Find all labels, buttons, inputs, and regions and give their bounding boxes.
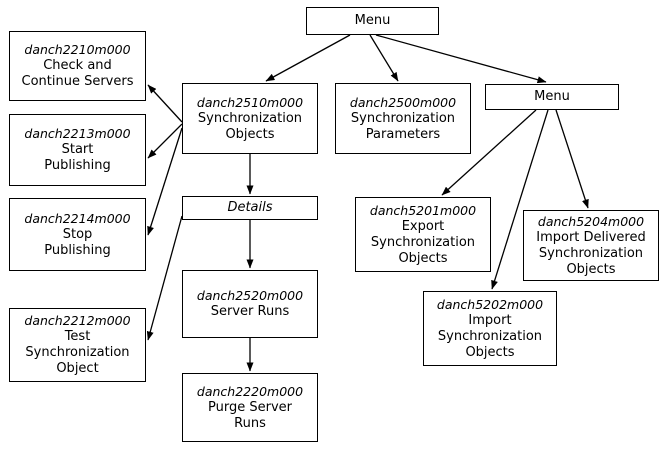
node-label-line: Parameters: [365, 126, 441, 142]
node-label-line: Test: [64, 329, 91, 344]
node-details[interactable]: Details: [182, 196, 318, 220]
node-code: danch2213m000: [24, 126, 131, 141]
node-code: danch5204m000: [537, 213, 645, 229]
node-label-line: Synchronization: [538, 245, 644, 261]
node-label-line: Objects: [225, 126, 275, 142]
edge-menu-top-to-danch2510m000: [265, 34, 351, 82]
node-label-line: Object: [56, 361, 99, 376]
node-label-line: Menu: [534, 89, 570, 104]
node-code: danch2220m000: [196, 383, 304, 399]
node-label-line: Objects: [566, 261, 616, 277]
node-label-line: Start: [61, 142, 94, 157]
edge-danch2510m000-to-danch2214m000: [147, 127, 183, 236]
node-menu-right[interactable]: Menu: [485, 84, 619, 110]
node-label-line: Objects: [465, 344, 515, 360]
node-label-line: Continue Servers: [21, 74, 134, 89]
node-label-line: Runs: [234, 415, 266, 431]
node-label-line: Purge Server: [208, 399, 292, 415]
node-label-line: Publishing: [44, 158, 111, 173]
node-label-line: Synchronization: [197, 110, 303, 126]
node-label-line: Check and: [43, 58, 112, 73]
node-label-line: Synchronization: [370, 234, 476, 250]
edge-menu-right-to-danch5204m000: [555, 109, 589, 209]
node-code: danch2210m000: [24, 42, 131, 57]
node-code: danch5202m000: [436, 296, 544, 312]
node-code: danch2510m000: [196, 94, 304, 110]
node-code: danch5201m000: [369, 202, 477, 218]
node-label-line: Export: [401, 218, 445, 234]
node-label-line: Import Delivered: [536, 229, 646, 245]
node-label-line: Menu: [354, 13, 391, 28]
node-label-line: Stop: [62, 226, 93, 242]
edge-details-to-danch2212m000: [146, 215, 183, 341]
node-code: danch2500m000: [349, 94, 457, 110]
node-label-line: Objects: [398, 250, 448, 266]
node-label-line: Synchronization: [25, 345, 130, 360]
node-label-line: Synchronization: [350, 110, 456, 126]
node-label-line: Synchronization: [437, 328, 543, 344]
node-code: danch2520m000: [196, 288, 304, 303]
edge-danch2510m000-to-danch2210m000: [147, 84, 183, 123]
node-code: danch2214m000: [24, 210, 131, 226]
node-label-line: Import: [468, 312, 512, 328]
node-label-line: Details: [227, 200, 273, 215]
edge-menu-top-to-menu-right: [375, 34, 547, 84]
edge-menu-top-to-danch2500m000: [369, 34, 399, 82]
node-label-line: Publishing: [44, 242, 111, 258]
node-code: danch2212m000: [24, 313, 131, 328]
node-label-line: Server Runs: [210, 304, 290, 319]
edge-danch2510m000-to-danch2213m000: [147, 123, 183, 159]
node-menu-top[interactable]: Menu: [306, 7, 439, 35]
